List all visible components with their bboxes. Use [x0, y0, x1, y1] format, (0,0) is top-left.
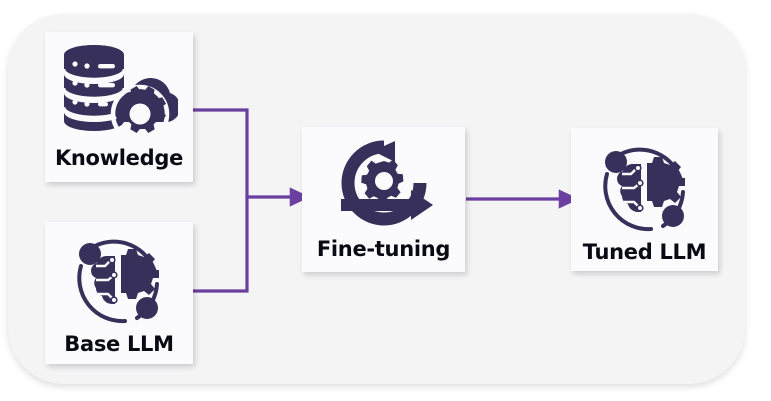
orbit-dot-bottom	[661, 205, 684, 227]
node-knowledge-label: Knowledge	[54, 146, 184, 170]
tuned-llm-icon-wrap	[593, 140, 697, 238]
orbit-dot-top	[79, 243, 101, 265]
node-base-llm[interactable]: Base LLM	[45, 222, 193, 364]
node-tuned-llm[interactable]: Tuned LLM	[571, 128, 718, 271]
node-fine-tuning[interactable]: Fine-tuning	[302, 127, 465, 272]
orbit-dot-top	[604, 151, 627, 173]
knowledge-icon-wrap	[60, 42, 178, 142]
node-base-llm-label: Base LLM	[64, 332, 174, 356]
brain-gear-orbit-icon	[602, 147, 685, 232]
refresh-loop-gear-arrow-icon	[340, 140, 433, 226]
database-cloud-gear-icon	[62, 45, 178, 142]
base-llm-icon-wrap	[67, 232, 171, 330]
fine-tuning-icon-wrap	[329, 139, 439, 231]
node-fine-tuning-label: Fine-tuning	[316, 237, 451, 261]
orbit-dot-bottom	[136, 297, 158, 319]
node-knowledge[interactable]: Knowledge	[45, 32, 193, 182]
brain-gear-orbit-icon	[77, 239, 159, 324]
node-tuned-llm-label: Tuned LLM	[582, 240, 707, 264]
